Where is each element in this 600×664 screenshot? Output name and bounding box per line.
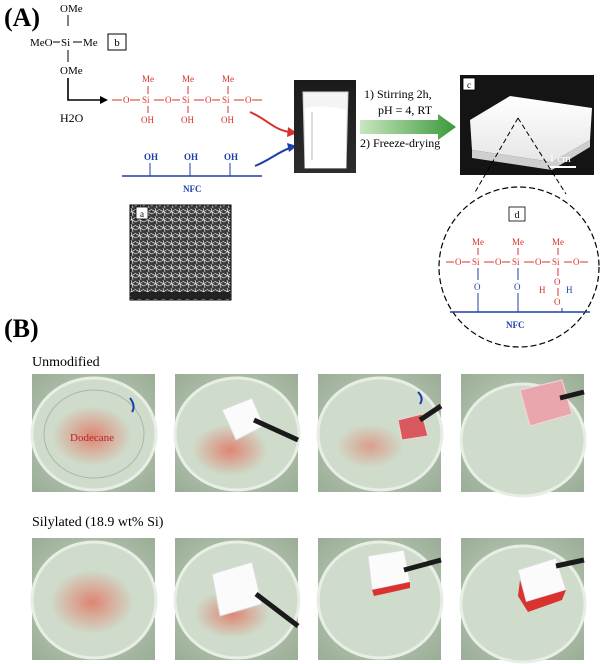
step-line-3: 2) Freeze-drying bbox=[360, 136, 440, 150]
svg-text:Si: Si bbox=[472, 257, 480, 267]
svg-text:NFC: NFC bbox=[506, 320, 525, 330]
precursor-right: Me bbox=[83, 37, 98, 49]
row2-photo-1 bbox=[30, 538, 158, 660]
row1-photo-4 bbox=[459, 374, 587, 498]
row1-photo-2 bbox=[173, 374, 301, 492]
precursor-top: OMe bbox=[60, 3, 83, 15]
water-label: H2O bbox=[60, 111, 84, 125]
svg-text:O: O bbox=[554, 297, 561, 307]
process-steps: 1) Stirring 2h, pH = 4, RT 2) Freeze-dry… bbox=[360, 87, 440, 150]
box-a-label: a bbox=[140, 209, 144, 219]
svg-text:O: O bbox=[165, 95, 172, 105]
row2-photo-3 bbox=[316, 538, 444, 660]
svg-text:NFC: NFC bbox=[183, 184, 202, 194]
svg-text:OH: OH bbox=[221, 115, 234, 125]
row2-photo-4 bbox=[459, 538, 587, 664]
svg-text:Si: Si bbox=[552, 257, 560, 267]
svg-text:Me: Me bbox=[512, 237, 524, 247]
svg-text:O: O bbox=[535, 257, 542, 267]
svg-text:O: O bbox=[514, 282, 521, 292]
svg-text:Si: Si bbox=[512, 257, 520, 267]
svg-text:OH: OH bbox=[181, 115, 194, 125]
silane-chain: O Si Me OH O Si Me OH O Si Me OH O bbox=[112, 74, 262, 125]
svg-text:OH: OH bbox=[224, 152, 238, 162]
svg-text:O: O bbox=[245, 95, 252, 105]
box-c bbox=[462, 77, 476, 91]
row2-photo-2 bbox=[173, 538, 301, 660]
svg-text:Si: Si bbox=[182, 95, 190, 105]
step-line-2: pH = 4, RT bbox=[378, 103, 433, 117]
box-a bbox=[135, 206, 149, 220]
sem-image bbox=[129, 204, 232, 301]
row1-label: Unmodified bbox=[32, 355, 100, 370]
precursor-bottom: OMe bbox=[60, 65, 83, 77]
row2-label: Silylated (18.9 wt% Si) bbox=[32, 515, 164, 530]
box-b-label: b bbox=[114, 37, 120, 49]
svg-text:Si: Si bbox=[222, 95, 230, 105]
svg-text:Me: Me bbox=[222, 74, 234, 84]
scale-bar-label: 1 cm bbox=[549, 153, 571, 165]
svg-text:Si: Si bbox=[142, 95, 150, 105]
svg-text:Me: Me bbox=[182, 74, 194, 84]
svg-text:H: H bbox=[566, 285, 573, 295]
svg-text:OH: OH bbox=[144, 152, 158, 162]
process-arrow bbox=[360, 114, 456, 140]
svg-text:O: O bbox=[474, 282, 481, 292]
panel-b-label: (B) bbox=[4, 314, 39, 343]
step-line-1: 1) Stirring 2h, bbox=[364, 87, 432, 101]
svg-text:H: H bbox=[539, 285, 546, 295]
svg-text:O: O bbox=[123, 95, 130, 105]
svg-text:Me: Me bbox=[552, 237, 564, 247]
panel-a-label: (A) bbox=[4, 3, 40, 32]
svg-text:OH: OH bbox=[184, 152, 198, 162]
precursor-molecule: OMe MeO Si Me OMe bbox=[30, 3, 98, 77]
dodecane-label: Dodecane bbox=[70, 432, 114, 444]
svg-text:O: O bbox=[554, 277, 561, 287]
svg-text:Me: Me bbox=[472, 237, 484, 247]
box-b bbox=[107, 33, 127, 51]
box-c-label: c bbox=[467, 80, 471, 90]
box-d-label: d bbox=[515, 210, 520, 221]
zoom-structure: O Si Me O Si Me O Si Me O O H O bbox=[446, 237, 590, 330]
svg-text:O: O bbox=[205, 95, 212, 105]
svg-text:O: O bbox=[495, 257, 502, 267]
nfc-to-beaker-arrow bbox=[254, 147, 291, 167]
silane-to-beaker-arrow bbox=[249, 111, 291, 133]
svg-text:O: O bbox=[455, 257, 462, 267]
row1-photo-1: Dodecane bbox=[30, 374, 158, 492]
svg-text:OH: OH bbox=[141, 115, 154, 125]
svg-text:O: O bbox=[573, 257, 580, 267]
precursor-si: Si bbox=[61, 37, 70, 49]
hydrolysis-arrowhead bbox=[100, 96, 108, 104]
hydrolysis-arrow bbox=[67, 78, 100, 101]
box-d bbox=[508, 206, 526, 222]
precursor-left: MeO bbox=[30, 37, 53, 49]
svg-text:Me: Me bbox=[142, 74, 154, 84]
nfc-chain: OH OH OH NFC bbox=[122, 152, 262, 194]
row1-photo-3 bbox=[316, 374, 444, 492]
zoom-circle bbox=[438, 186, 600, 348]
